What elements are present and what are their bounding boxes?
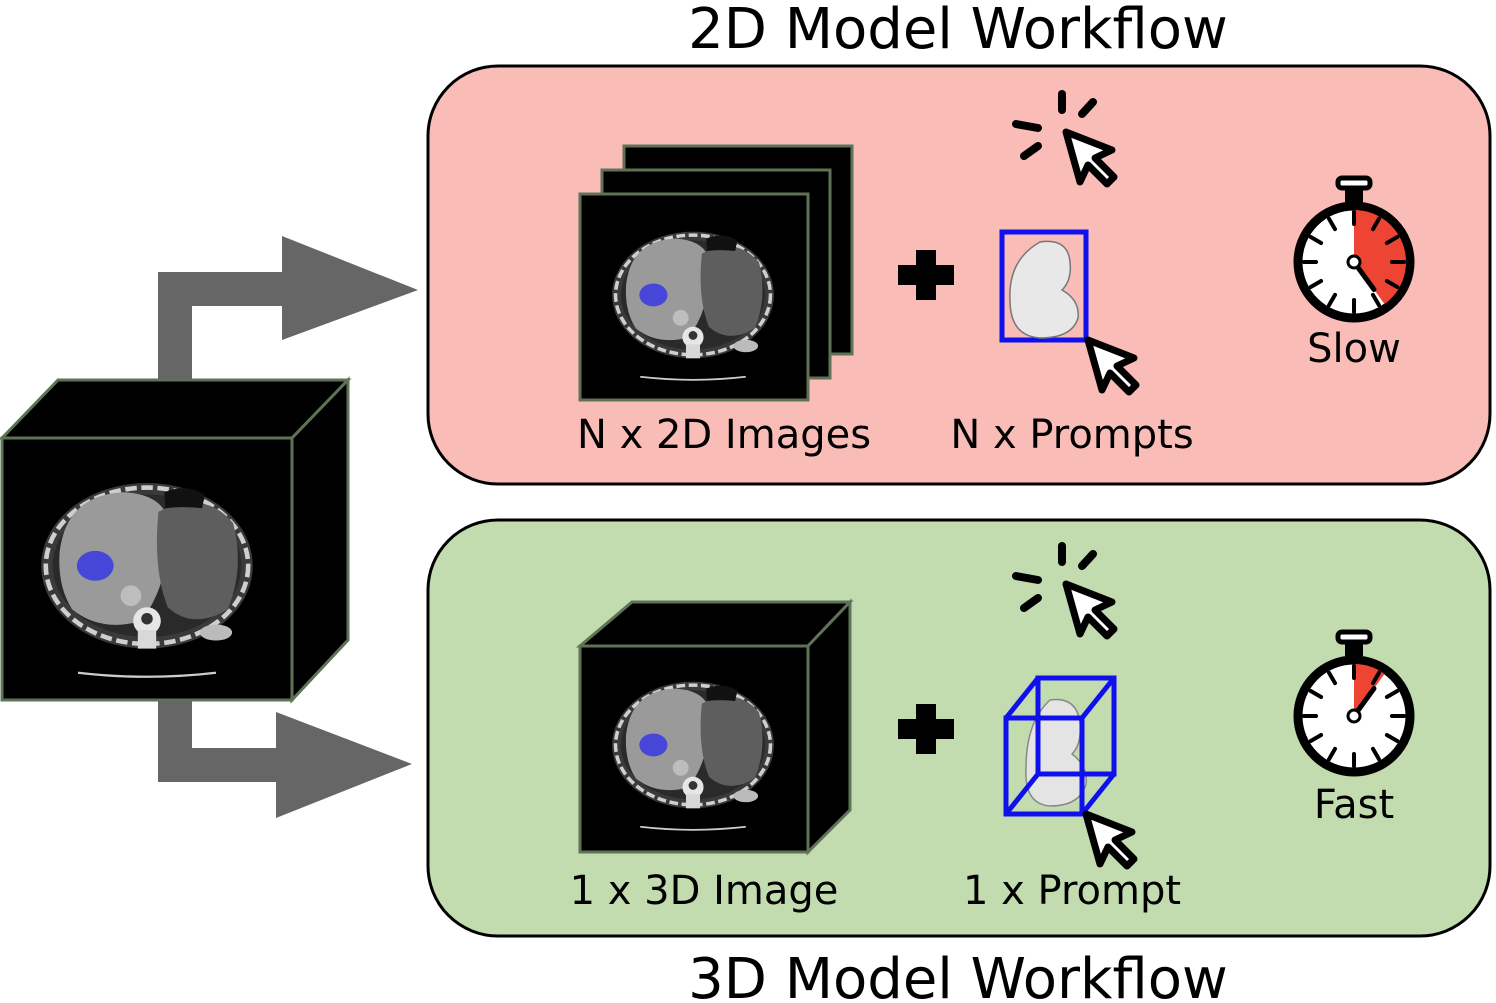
stopwatch-icon (1293, 629, 1415, 777)
stopwatch-tick (1384, 689, 1400, 699)
label-3d-prompt: 1 x Prompt (963, 868, 1181, 914)
ct-slice-image (603, 214, 783, 390)
stopwatch-tick (1308, 689, 1324, 699)
arrow-to-3d (158, 700, 412, 818)
stopwatch-icon (1293, 175, 1415, 323)
prompt-2d-box (999, 229, 1136, 392)
cube-3d-image (575, 598, 854, 856)
arrow-to-2d (158, 236, 418, 402)
stopwatch-tick (1308, 235, 1324, 245)
label-fast: Fast (1314, 782, 1394, 828)
stopwatch-button (1335, 629, 1373, 645)
stopwatch-tick (1308, 733, 1324, 743)
title-3d-workflow: 3D Model Workflow (688, 947, 1228, 1003)
stopwatch-pivot (1346, 254, 1362, 270)
kidney-icon (1009, 240, 1079, 339)
stack-2d-images (578, 144, 854, 402)
stopwatch-tick (1371, 292, 1381, 308)
stopwatch-tick (1308, 279, 1324, 289)
label-slow: Slow (1307, 326, 1401, 372)
ct-slice-image (603, 664, 783, 840)
stopwatch-tick (1327, 292, 1337, 308)
stopwatch-tick (1384, 279, 1400, 289)
stopwatch-elapsed (1354, 210, 1406, 305)
stopwatch-tick (1371, 746, 1381, 762)
ct-slice-image (32, 460, 262, 690)
label-2d-images: N x 2D Images (577, 412, 871, 458)
input-ct-volume (0, 376, 352, 704)
stopwatch-tick (1327, 670, 1337, 686)
stopwatch-pivot (1346, 708, 1362, 724)
prompt-3d-box (1003, 675, 1134, 866)
stopwatch-button (1335, 175, 1373, 191)
stopwatch-tick (1327, 216, 1337, 232)
label-2d-prompts: N x Prompts (950, 412, 1193, 458)
label-3d-image: 1 x 3D Image (570, 868, 839, 914)
stopwatch-tick (1384, 733, 1400, 743)
title-2d-workflow: 2D Model Workflow (688, 0, 1228, 62)
stopwatch-tick (1384, 235, 1400, 245)
stopwatch-tick (1327, 746, 1337, 762)
stopwatch-tick (1371, 216, 1381, 232)
stopwatch-tick (1371, 670, 1381, 686)
